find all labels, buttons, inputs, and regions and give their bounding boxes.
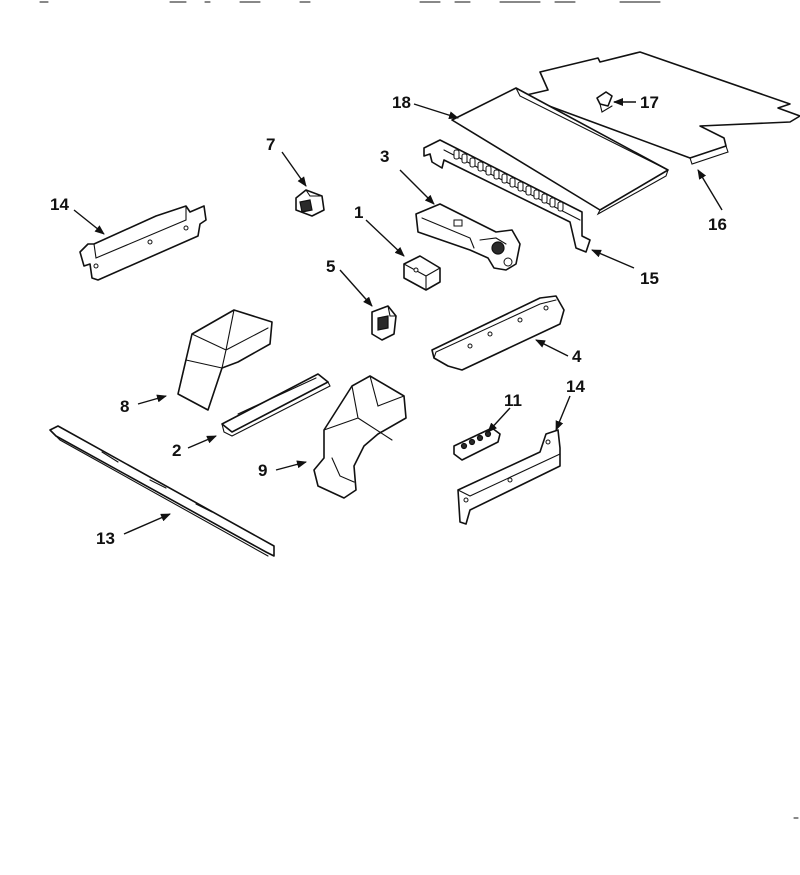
callout-5: 5 [326,257,335,276]
callout-14-left: 14 [50,195,69,214]
part-14-left-bracket [79,205,207,281]
part-1-block [403,255,441,291]
callout-15: 15 [640,269,659,288]
part-8-duct-hood [177,309,273,411]
part-3-latch-assembly [415,203,521,271]
part-18-top-cover [451,87,669,216]
part-11-connector [453,427,501,461]
part-4-plate [431,295,565,371]
callout-9: 9 [258,461,267,480]
callout-17: 17 [640,93,659,112]
part-17-clip [596,91,613,113]
callout-7: 7 [266,135,275,154]
part-14-right-bracket [457,429,561,525]
vent-slots [453,149,564,212]
callout-4: 4 [572,347,582,366]
part-2-strip [221,373,331,437]
leader-lines [73,98,723,535]
part-16-rear-panel [521,51,800,165]
part-7-switch [295,189,325,217]
part-5-switch [371,305,397,341]
callout-18: 18 [392,93,411,112]
callout-8: 8 [120,397,129,416]
callout-2: 2 [172,441,181,460]
callout-labels: 18 17 16 3 7 1 14 15 5 4 8 2 9 11 14 13 [50,93,727,548]
callout-16: 16 [708,215,727,234]
callout-11: 11 [504,391,522,410]
callout-3: 3 [380,147,389,166]
scan-edge-marks [39,1,799,819]
part-15-vent-bracket [423,139,591,253]
part-13-rail [49,425,275,557]
callout-1: 1 [354,203,363,222]
callout-13: 13 [96,529,115,548]
part-9-duct-box [313,375,407,499]
callout-14-right: 14 [566,377,585,396]
